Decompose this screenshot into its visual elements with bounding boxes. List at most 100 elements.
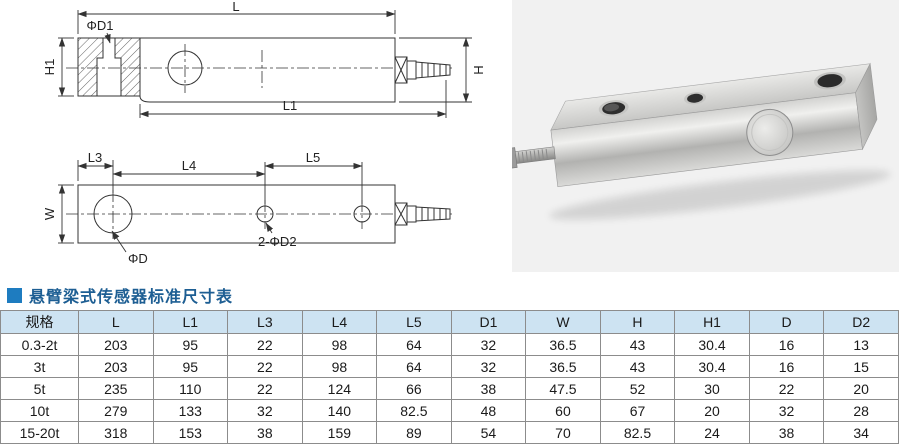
header-D1: D1 <box>450 310 527 334</box>
table-cell: 48 <box>450 399 527 422</box>
table-row: 0.3-2t 203 95 22 98 64 32 36.5 43 30.4 1… <box>0 333 899 356</box>
dim-label-L1: L1 <box>283 98 297 113</box>
table-cell: 110 <box>152 377 229 400</box>
table-cell: 34 <box>823 421 899 444</box>
table-cell: 15-20t <box>0 421 79 444</box>
end-face <box>855 62 878 151</box>
diaphragm-ring <box>751 113 789 151</box>
title-bullet-icon <box>7 287 22 303</box>
dim-label-2phiD2: 2-ΦD2 <box>258 234 297 249</box>
dim-label-H: H <box>471 65 486 74</box>
table-cell: 20 <box>823 377 899 400</box>
header-L: L <box>78 310 154 334</box>
table-cell: 279 <box>78 399 154 422</box>
table-cell: 54 <box>450 421 527 444</box>
centerlines-side <box>66 44 452 93</box>
load-cell-body <box>492 62 891 220</box>
table-cell: 60 <box>525 399 601 422</box>
diaphragm-cover <box>746 108 794 156</box>
table-cell: 22 <box>227 355 303 378</box>
table-cell: 22 <box>227 333 303 356</box>
table-cell: 36.5 <box>525 355 601 378</box>
table-cell: 0.3-2t <box>0 333 79 356</box>
table-cell: 89 <box>376 421 452 444</box>
table-cell: 82.5 <box>376 399 452 422</box>
centerlines-top <box>66 190 452 239</box>
table-row: 15-20t 318 153 38 159 89 54 70 82.5 24 3… <box>0 421 899 444</box>
table-cell: 133 <box>152 399 229 422</box>
table-cell: 82.5 <box>599 421 676 444</box>
dimensions-table: 规格 L L1 L3 L4 L5 D1 W H H1 D D2 0.3-2t 2… <box>0 310 899 444</box>
dim-label-phiD: ΦD <box>128 251 148 266</box>
header-D2: D2 <box>823 310 899 334</box>
table-cell: 235 <box>78 377 154 400</box>
table-cell: 47.5 <box>525 377 601 400</box>
header-H: H <box>599 310 676 334</box>
top-threaded-holes <box>598 72 846 117</box>
dimension-lines-side <box>58 10 472 118</box>
table-cell: 203 <box>78 333 154 356</box>
table-title: 悬臂梁式传感器标准尺寸表 <box>29 289 234 306</box>
section-header: 悬臂梁式传感器标准尺寸表 <box>7 283 233 307</box>
table-cell: 32 <box>227 399 303 422</box>
table-header-row: 规格 L L1 L3 L4 L5 D1 W H H1 D D2 <box>0 310 899 334</box>
table-cell: 30.4 <box>674 355 750 378</box>
table-cell: 159 <box>301 421 378 444</box>
hatch-left <box>77 37 104 97</box>
product-photo <box>492 0 899 272</box>
header-L5: L5 <box>376 310 452 334</box>
table-cell: 64 <box>376 333 452 356</box>
table-cell: 66 <box>376 377 452 400</box>
cable-gland-side <box>394 56 451 84</box>
table-row: 5t 235 110 22 124 66 38 47.5 52 30 22 20 <box>0 377 899 400</box>
table-cell: 153 <box>152 421 229 444</box>
table-cell: 32 <box>450 355 527 378</box>
table-cell: 43 <box>599 355 676 378</box>
table-cell: 70 <box>525 421 601 444</box>
table-cell: 67 <box>599 399 676 422</box>
dim-label-H1: H1 <box>42 59 57 76</box>
table-row: 10t 279 133 32 140 82.5 48 60 67 20 32 2… <box>0 399 899 422</box>
header-L4: L4 <box>301 310 378 334</box>
side-view-drawing: L ΦD1 H1 H L1 <box>42 0 486 118</box>
table-cell: 95 <box>152 333 229 356</box>
table-cell: 10t <box>0 399 79 422</box>
table-cell: 24 <box>674 421 750 444</box>
cable-gland-top <box>394 202 451 226</box>
table-cell: 318 <box>78 421 154 444</box>
table-cell: 28 <box>823 399 899 422</box>
table-cell: 20 <box>674 399 750 422</box>
table-cell: 98 <box>301 333 378 356</box>
header-D: D <box>748 310 825 334</box>
table-cell: 203 <box>78 355 154 378</box>
header-W: W <box>525 310 601 334</box>
table-cell: 140 <box>301 399 378 422</box>
header-H1: H1 <box>674 310 750 334</box>
dim-label-L3: L3 <box>88 150 102 165</box>
table-cell: 32 <box>450 333 527 356</box>
table-cell: 36.5 <box>525 333 601 356</box>
dim-label-L: L <box>232 0 239 14</box>
drawings-svg: L ΦD1 H1 H L1 <box>42 0 486 266</box>
dim-label-L4: L4 <box>182 158 196 173</box>
top-view-drawing: L3 L4 L5 W ΦD 2-ΦD2 <box>42 150 452 266</box>
table-cell: 30 <box>674 377 750 400</box>
table-cell: 16 <box>748 355 825 378</box>
dim-label-L5: L5 <box>306 150 320 165</box>
header-L1: L1 <box>152 310 229 334</box>
table-cell: 98 <box>301 355 378 378</box>
dim-label-W: W <box>42 207 57 220</box>
table-cell: 38 <box>227 421 303 444</box>
table-cell: 5t <box>0 377 79 400</box>
photo-svg <box>492 0 899 272</box>
dim-label-phiD1: ΦD1 <box>87 18 114 33</box>
dimension-lines-top <box>58 160 363 253</box>
table-cell: 15 <box>823 355 899 378</box>
table-cell: 38 <box>748 421 825 444</box>
table-cell: 124 <box>301 377 378 400</box>
table-cell: 13 <box>823 333 899 356</box>
table-cell: 64 <box>376 355 452 378</box>
header-L3: L3 <box>227 310 303 334</box>
table-cell: 43 <box>599 333 676 356</box>
